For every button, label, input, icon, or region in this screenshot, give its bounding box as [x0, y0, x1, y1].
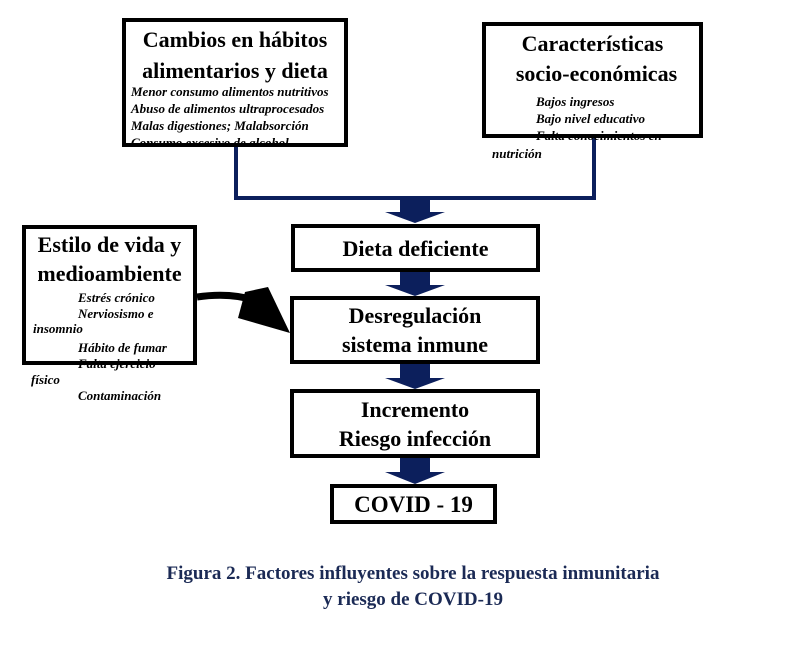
- habitos-title-1: Cambios en hábitos: [142, 27, 328, 52]
- estilo-item: Hábito de fumar: [78, 340, 167, 355]
- habitos-item: Malas digestiones; Malabsorción: [131, 118, 309, 133]
- covid-text: COVID - 19: [330, 484, 497, 524]
- socio-title-2: socio-económicas: [515, 61, 678, 86]
- dieta-label: Dieta deficiente: [342, 235, 489, 261]
- habitos-item: Menor consumo alimentos nutritivos: [131, 84, 329, 99]
- desregulacion-label-2: sistema inmune: [341, 332, 489, 357]
- habitos-item: Abuso de alimentos ultraprocesados: [131, 101, 325, 116]
- merge-connector-line: [234, 138, 596, 200]
- dieta-text: Dieta deficiente: [291, 224, 540, 272]
- estilo-item: Contaminación: [78, 388, 162, 403]
- estilo-item: Estrés crónico: [78, 290, 155, 305]
- estilo-item: Nerviosismo e: [78, 306, 154, 321]
- covid-label: COVID - 19: [354, 491, 473, 517]
- incremento-text: Incremento Riesgo infección: [290, 389, 540, 458]
- socio-item: nutrición: [492, 146, 542, 161]
- figure-caption-line-1: Figura 2. Factores influyentes sobre la …: [166, 563, 660, 584]
- estilo-title-2: medioambiente: [37, 261, 182, 286]
- estilo-title-1: Estilo de vida y: [37, 232, 182, 257]
- figure-caption-line-2: y riesgo de COVID-19: [323, 589, 503, 610]
- down-arrow-2: [385, 271, 445, 296]
- socio-title-1: Características: [521, 31, 664, 56]
- incremento-label-1: Incremento: [360, 396, 470, 422]
- socio-item: Bajo nivel educativo: [536, 111, 646, 126]
- habitos-item: Consumo excesivo de alcohol: [131, 135, 289, 150]
- desregulacion-text: Desregulación sistema inmune: [290, 296, 540, 364]
- incremento-label-2: Riesgo infección: [338, 425, 492, 451]
- estilo-item: insomnio: [33, 321, 83, 336]
- habitos-title-2: alimentarios y dieta: [142, 58, 328, 83]
- estilo-item: Falta ejercicio: [78, 356, 156, 371]
- desregulacion-label-1: Desregulación: [348, 303, 482, 328]
- down-arrow-3: [385, 364, 445, 389]
- down-arrow-1: [385, 200, 445, 223]
- curved-arrow: [196, 287, 290, 333]
- socio-item: Bajos ingresos: [536, 94, 615, 109]
- down-arrow-4: [385, 458, 445, 484]
- estilo-item: físico: [31, 372, 60, 387]
- socio-item: Falta conocimientos en: [536, 128, 662, 143]
